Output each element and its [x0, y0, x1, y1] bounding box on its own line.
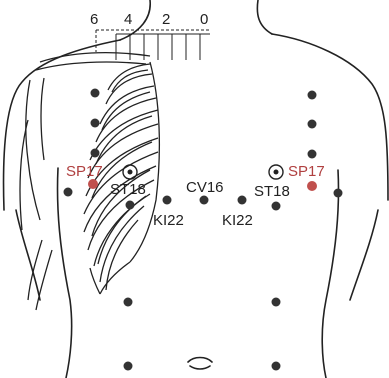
acupoint-dot [91, 149, 100, 158]
acupoint-dot [308, 120, 317, 129]
label-st18-right: ST18 [254, 183, 290, 200]
nipple-right-icon [269, 165, 283, 179]
scale-label-6: 6 [90, 11, 98, 28]
acupoint-dot [91, 119, 100, 128]
sp17-right-dot [307, 181, 317, 191]
label-sp17-left: SP17 [66, 163, 103, 180]
scale-label-2: 2 [162, 11, 170, 28]
acupoint-dot [334, 189, 343, 198]
label-cv16: CV16 [186, 179, 224, 196]
acupoint-dot [124, 362, 133, 371]
nipple-left-icon [123, 165, 137, 179]
acupoint-dot [272, 202, 281, 211]
label-st18-left: ST18 [110, 181, 146, 198]
acupoint-dot [91, 89, 100, 98]
acupoint-dot [64, 188, 73, 197]
acupoint-dot [272, 362, 281, 371]
acupoint-dot [308, 91, 317, 100]
point-labels: SP17 SP17 ST18 ST18 CV16 KI22 KI22 [66, 163, 325, 229]
scale-label-0: 0 [200, 11, 208, 28]
acupoint-dot [200, 196, 209, 205]
scale-ruler [96, 30, 210, 60]
label-ki22-left: KI22 [153, 212, 184, 229]
acupoint-dot [308, 150, 317, 159]
acupoint-dots [64, 89, 343, 371]
label-ki22-right: KI22 [222, 212, 253, 229]
acupoint-dot [124, 298, 133, 307]
sp17-left-dot [88, 179, 98, 189]
scale-label-4: 4 [124, 11, 132, 28]
acupoint-dot [163, 196, 172, 205]
acupoint-dot [272, 298, 281, 307]
acupoint-dot [238, 196, 247, 205]
acupoint-dot [126, 201, 135, 210]
label-sp17-right: SP17 [288, 163, 325, 180]
